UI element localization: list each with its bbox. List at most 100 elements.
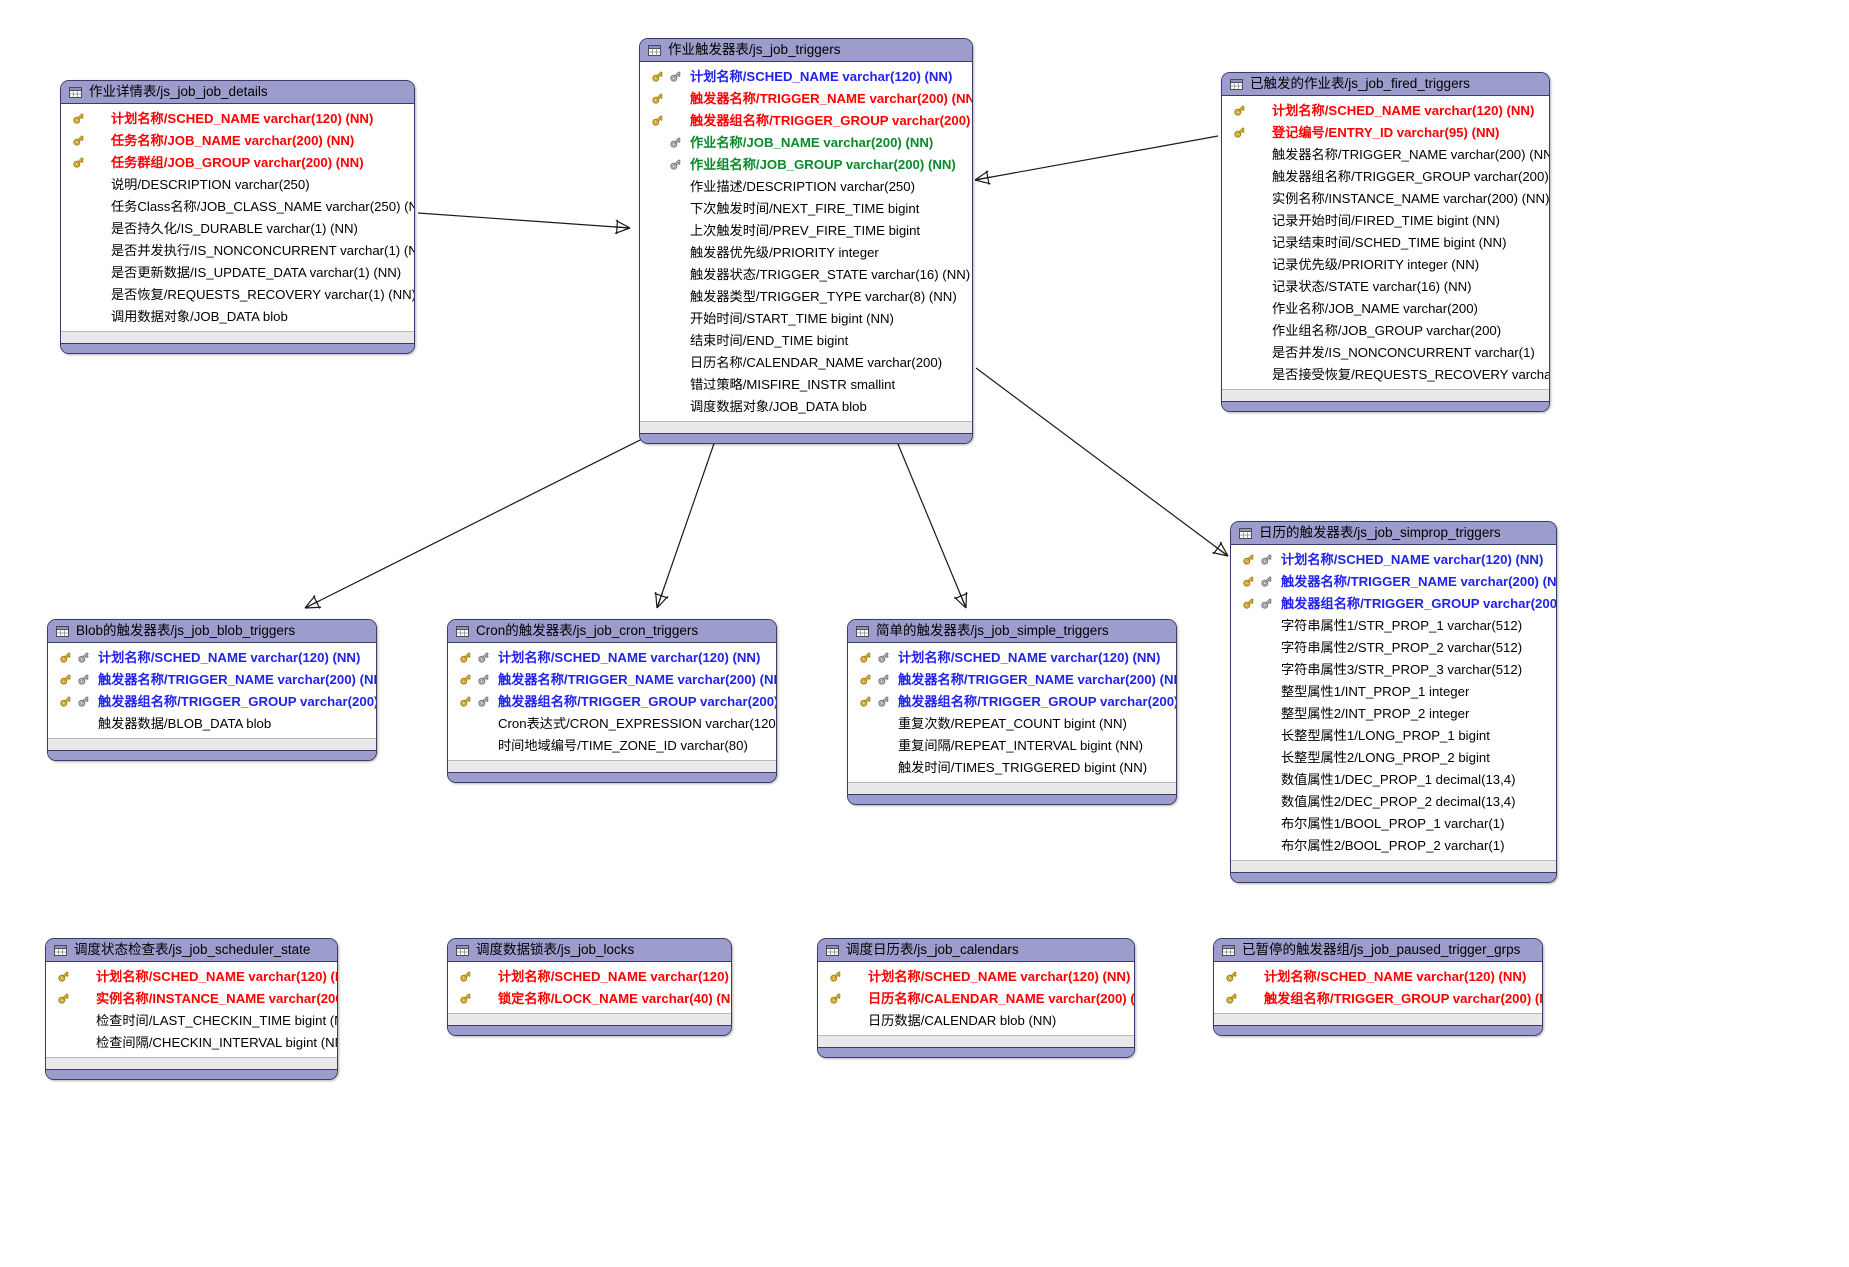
attribute-row[interactable]: 计划名称/SCHED_NAME varchar(120) (NN) [818,965,1134,987]
entity-js_job_fired_triggers[interactable]: 已触发的作业表/js_job_fired_triggers 计划名称/SCHED_… [1221,72,1550,412]
attribute-row[interactable]: 长整型属性2/LONG_PROP_2 bigint [1231,746,1556,768]
entity-header[interactable]: 调度日历表/js_job_calendars [818,939,1134,962]
attribute-row[interactable]: 实例名称/INSTANCE_NAME varchar(200) (NN) [46,987,337,1009]
attribute-row[interactable]: 计划名称/SCHED_NAME varchar(120) (NN) [61,107,414,129]
attribute-row[interactable]: 触发器优先级/PRIORITY integer [640,241,972,263]
attribute-row[interactable]: 长整型属性1/LONG_PROP_1 bigint [1231,724,1556,746]
attribute-row[interactable]: 计划名称/SCHED_NAME varchar(120) (NN) [448,965,731,987]
attribute-row[interactable]: 作业名称/JOB_NAME varchar(200) (NN) [640,131,972,153]
attribute-row[interactable]: 布尔属性1/BOOL_PROP_1 varchar(1) [1231,812,1556,834]
attribute-row[interactable]: 记录状态/STATE varchar(16) (NN) [1222,275,1549,297]
attribute-row[interactable]: 整型属性1/INT_PROP_1 integer [1231,680,1556,702]
attribute-row[interactable]: 调用数据对象/JOB_DATA blob [61,305,414,327]
attribute-row[interactable]: 触发器组名称/TRIGGER_GROUP varchar(200) (NN) [448,690,776,712]
attribute-row[interactable]: 上次触发时间/PREV_FIRE_TIME bigint [640,219,972,241]
attribute-row[interactable]: 日历名称/CALENDAR_NAME varchar(200) [640,351,972,373]
attribute-row[interactable]: 计划名称/SCHED_NAME varchar(120) (NN) [1214,965,1542,987]
entity-js_job_job_details[interactable]: 作业详情表/js_job_job_details 计划名称/SCHED_NAME … [60,80,415,354]
attribute-row[interactable]: Cron表达式/CRON_EXPRESSION varchar(120) (NN… [448,712,776,734]
entity-header[interactable]: 已暂停的触发器组/js_job_paused_trigger_grps [1214,939,1542,962]
attribute-row[interactable]: 计划名称/SCHED_NAME varchar(120) (NN) [640,65,972,87]
attribute-row[interactable]: 说明/DESCRIPTION varchar(250) [61,173,414,195]
attribute-row[interactable]: 数值属性1/DEC_PROP_1 decimal(13,4) [1231,768,1556,790]
attribute-row[interactable]: 触发器名称/TRIGGER_NAME varchar(200) (NN) [48,668,376,690]
attribute-row[interactable]: 是否恢复/REQUESTS_RECOVERY varchar(1) (NN) [61,283,414,305]
attribute-row[interactable]: 开始时间/START_TIME bigint (NN) [640,307,972,329]
attribute-row[interactable]: 触发器类型/TRIGGER_TYPE varchar(8) (NN) [640,285,972,307]
attribute-row[interactable]: 是否并发/IS_NONCONCURRENT varchar(1) [1222,341,1549,363]
attribute-row[interactable]: 任务群组/JOB_GROUP varchar(200) (NN) [61,151,414,173]
attribute-row[interactable]: 字符串属性3/STR_PROP_3 varchar(512) [1231,658,1556,680]
entity-js_job_cron_triggers[interactable]: Cron的触发器表/js_job_cron_triggers 计划名称/SCHED… [447,619,777,783]
attribute-row[interactable]: 记录结束时间/SCHED_TIME bigint (NN) [1222,231,1549,253]
attribute-row[interactable]: 作业组名称/JOB_GROUP varchar(200) (NN) [640,153,972,175]
attribute-row[interactable]: 触发器数据/BLOB_DATA blob [48,712,376,734]
entity-js_job_blob_triggers[interactable]: Blob的触发器表/js_job_blob_triggers 计划名称/SCHED… [47,619,377,761]
attribute-row[interactable]: 触发器组名称/TRIGGER_GROUP varchar(200) (NN) [1231,592,1556,614]
attribute-row[interactable]: 是否持久化/IS_DURABLE varchar(1) (NN) [61,217,414,239]
attribute-row[interactable]: 字符串属性1/STR_PROP_1 varchar(512) [1231,614,1556,636]
attribute-row[interactable]: 作业组名称/JOB_GROUP varchar(200) [1222,319,1549,341]
attribute-row[interactable]: 作业描述/DESCRIPTION varchar(250) [640,175,972,197]
attribute-row[interactable]: 触发器组名称/TRIGGER_GROUP varchar(200) (NN) [48,690,376,712]
attribute-row[interactable]: 触发时间/TIMES_TRIGGERED bigint (NN) [848,756,1176,778]
attribute-row[interactable]: 实例名称/INSTANCE_NAME varchar(200) (NN) [1222,187,1549,209]
attribute-row[interactable]: 结束时间/END_TIME bigint [640,329,972,351]
attribute-row[interactable]: 错过策略/MISFIRE_INSTR smallint [640,373,972,395]
entity-js_job_simprop_triggers[interactable]: 日历的触发器表/js_job_simprop_triggers 计划名称/SCHE… [1230,521,1557,883]
entity-header[interactable]: 调度数据锁表/js_job_locks [448,939,731,962]
attribute-row[interactable]: 触发器组名称/TRIGGER_GROUP varchar(200) (NN) [848,690,1176,712]
entity-js_job_calendars[interactable]: 调度日历表/js_job_calendars 计划名称/SCHED_NAME va… [817,938,1135,1058]
attribute-row[interactable]: 任务Class名称/JOB_CLASS_NAME varchar(250) (N… [61,195,414,217]
entity-header[interactable]: 日历的触发器表/js_job_simprop_triggers [1231,522,1556,545]
entity-js_job_simple_triggers[interactable]: 简单的触发器表/js_job_simple_triggers 计划名称/SCHED… [847,619,1177,805]
attribute-row[interactable]: 调度数据对象/JOB_DATA blob [640,395,972,417]
entity-js_job_scheduler_state[interactable]: 调度状态检查表/js_job_scheduler_state 计划名称/SCHED… [45,938,338,1080]
attribute-row[interactable]: 触发器名称/TRIGGER_NAME varchar(200) (NN) [1222,143,1549,165]
attribute-row[interactable]: 任务名称/JOB_NAME varchar(200) (NN) [61,129,414,151]
attribute-row[interactable]: 触发器名称/TRIGGER_NAME varchar(200) (NN) [640,87,972,109]
entity-header[interactable]: Blob的触发器表/js_job_blob_triggers [48,620,376,643]
attribute-row[interactable]: 计划名称/SCHED_NAME varchar(120) (NN) [48,646,376,668]
attribute-row[interactable]: 触发器名称/TRIGGER_NAME varchar(200) (NN) [448,668,776,690]
attribute-row[interactable]: 数值属性2/DEC_PROP_2 decimal(13,4) [1231,790,1556,812]
attribute-row[interactable]: 计划名称/SCHED_NAME varchar(120) (NN) [1231,548,1556,570]
entity-js_job_locks[interactable]: 调度数据锁表/js_job_locks 计划名称/SCHED_NAME varch… [447,938,732,1036]
attribute-row[interactable]: 记录开始时间/FIRED_TIME bigint (NN) [1222,209,1549,231]
attribute-row[interactable]: 时间地域编号/TIME_ZONE_ID varchar(80) [448,734,776,756]
attribute-row[interactable]: 触发器名称/TRIGGER_NAME varchar(200) (NN) [848,668,1176,690]
entity-header[interactable]: 已触发的作业表/js_job_fired_triggers [1222,73,1549,96]
entity-js_job_triggers[interactable]: 作业触发器表/js_job_triggers 计划名称/SCHED_NAME va… [639,38,973,444]
attribute-row[interactable]: 计划名称/SCHED_NAME varchar(120) (NN) [848,646,1176,668]
entity-header[interactable]: 调度状态检查表/js_job_scheduler_state [46,939,337,962]
attribute-row[interactable]: 触发器组名称/TRIGGER_GROUP varchar(200) (NN) [1222,165,1549,187]
attribute-row[interactable]: 计划名称/SCHED_NAME varchar(120) (NN) [46,965,337,987]
attribute-row[interactable]: 检查间隔/CHECKIN_INTERVAL bigint (NN) [46,1031,337,1053]
attribute-row[interactable]: 登记编号/ENTRY_ID varchar(95) (NN) [1222,121,1549,143]
entity-header[interactable]: 作业触发器表/js_job_triggers [640,39,972,62]
attribute-row[interactable]: 重复间隔/REPEAT_INTERVAL bigint (NN) [848,734,1176,756]
attribute-row[interactable]: 布尔属性2/BOOL_PROP_2 varchar(1) [1231,834,1556,856]
attribute-row[interactable]: 作业名称/JOB_NAME varchar(200) [1222,297,1549,319]
attribute-row[interactable]: 触发器状态/TRIGGER_STATE varchar(16) (NN) [640,263,972,285]
entity-header[interactable]: 作业详情表/js_job_job_details [61,81,414,104]
attribute-row[interactable]: 触发组名称/TRIGGER_GROUP varchar(200) (NN) [1214,987,1542,1009]
entity-header[interactable]: Cron的触发器表/js_job_cron_triggers [448,620,776,643]
attribute-row[interactable]: 是否更新数据/IS_UPDATE_DATA varchar(1) (NN) [61,261,414,283]
attribute-row[interactable]: 记录优先级/PRIORITY integer (NN) [1222,253,1549,275]
attribute-row[interactable]: 下次触发时间/NEXT_FIRE_TIME bigint [640,197,972,219]
attribute-row[interactable]: 计划名称/SCHED_NAME varchar(120) (NN) [1222,99,1549,121]
entity-header[interactable]: 简单的触发器表/js_job_simple_triggers [848,620,1176,643]
attribute-row[interactable]: 是否接受恢复/REQUESTS_RECOVERY varchar(1) [1222,363,1549,385]
attribute-row[interactable]: 日历数据/CALENDAR blob (NN) [818,1009,1134,1031]
attribute-row[interactable]: 字符串属性2/STR_PROP_2 varchar(512) [1231,636,1556,658]
attribute-row[interactable]: 重复次数/REPEAT_COUNT bigint (NN) [848,712,1176,734]
attribute-row[interactable]: 检查时间/LAST_CHECKIN_TIME bigint (NN) [46,1009,337,1031]
attribute-row[interactable]: 计划名称/SCHED_NAME varchar(120) (NN) [448,646,776,668]
attribute-row[interactable]: 触发器组名称/TRIGGER_GROUP varchar(200) (NN) [640,109,972,131]
attribute-row[interactable]: 触发器名称/TRIGGER_NAME varchar(200) (NN) [1231,570,1556,592]
attribute-row[interactable]: 是否并发执行/IS_NONCONCURRENT varchar(1) (NN) [61,239,414,261]
attribute-row[interactable]: 锁定名称/LOCK_NAME varchar(40) (NN) [448,987,731,1009]
attribute-row[interactable]: 日历名称/CALENDAR_NAME varchar(200) (NN) [818,987,1134,1009]
attribute-row[interactable]: 整型属性2/INT_PROP_2 integer [1231,702,1556,724]
